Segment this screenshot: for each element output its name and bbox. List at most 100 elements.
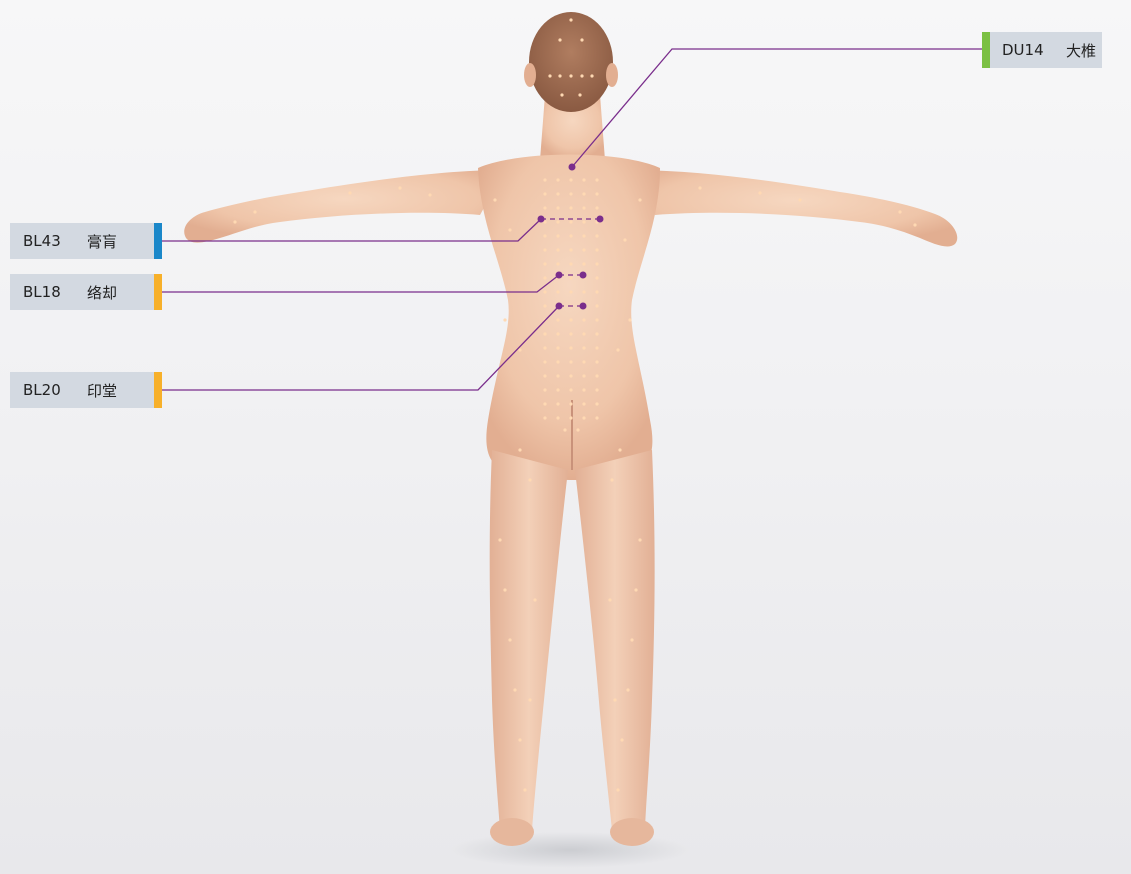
acupoint-dot — [582, 290, 585, 293]
acupoint-dot — [569, 178, 572, 181]
acupoint-dot — [528, 478, 531, 481]
acupoint-dot — [582, 192, 585, 195]
torso — [478, 155, 660, 481]
head-hair — [529, 12, 613, 112]
acupoint-dot — [556, 290, 559, 293]
acupoint-dot — [543, 206, 546, 209]
acupoint-dot — [595, 388, 598, 391]
acupoint-dot — [543, 402, 546, 405]
acupoint-dot — [556, 416, 559, 419]
acupoint-dot — [556, 248, 559, 251]
human-figure-back-view[interactable] — [184, 12, 957, 846]
acupoint-code: BL43 — [10, 232, 87, 250]
acupoint-dot — [569, 290, 572, 293]
acupoint-dot — [558, 74, 561, 77]
acupoint-dot — [610, 478, 613, 481]
acupoint-dot — [558, 38, 561, 41]
acupoint-dot — [634, 588, 637, 591]
acupoint-dot — [569, 74, 572, 77]
acupoint-marker-du14[interactable] — [569, 164, 576, 171]
acupoint-dot — [569, 360, 572, 363]
acupoint-dot — [613, 698, 616, 701]
acupoint-dot — [616, 348, 619, 351]
acupoint-dot — [582, 220, 585, 223]
acupoint-dot — [595, 360, 598, 363]
acupoint-dot — [569, 206, 572, 209]
acupoint-dot — [508, 638, 511, 641]
acupoint-marker-bl18[interactable] — [580, 272, 587, 279]
acupoint-dot — [595, 178, 598, 181]
acupoint-dot — [543, 290, 546, 293]
acupoint-dot — [543, 262, 546, 265]
acupoint-dot — [582, 360, 585, 363]
acupoint-dot — [638, 538, 641, 541]
acupoint-dot — [556, 332, 559, 335]
acupoint-dot — [595, 206, 598, 209]
acupoint-marker-bl43[interactable] — [538, 216, 545, 223]
acupoint-dot — [595, 374, 598, 377]
acupoint-dot — [523, 788, 526, 791]
acupoint-dot — [580, 38, 583, 41]
acupoint-marker-bl20[interactable] — [556, 303, 563, 310]
acupoint-marker-bl43[interactable] — [597, 216, 604, 223]
acupoint-dot — [428, 193, 431, 196]
acupoint-dot — [620, 738, 623, 741]
acupoint-dot — [595, 248, 598, 251]
acupoint-dot — [543, 276, 546, 279]
acupoint-dot — [569, 276, 572, 279]
acupoint-dot — [518, 448, 521, 451]
acupoint-dot — [533, 598, 536, 601]
acupoint-dot — [582, 332, 585, 335]
acupoint-name: 大椎 — [1066, 40, 1102, 61]
acupoint-dot — [569, 402, 572, 405]
acupoint-dot — [556, 374, 559, 377]
acupoint-dot — [543, 178, 546, 181]
acupoint-dot — [576, 428, 579, 431]
acupoint-dot — [638, 198, 641, 201]
acupoint-marker-bl20[interactable] — [580, 303, 587, 310]
acupoint-dot — [569, 262, 572, 265]
acupoint-dot — [595, 318, 598, 321]
acupoint-dot — [595, 262, 598, 265]
acupoint-dot — [582, 388, 585, 391]
category-color-bar — [982, 32, 990, 68]
acupoint-dot — [513, 688, 516, 691]
acupoint-dot — [503, 588, 506, 591]
acupoint-dot — [543, 192, 546, 195]
acupoint-dot — [569, 332, 572, 335]
acupoint-dot — [556, 360, 559, 363]
acupoint-dot — [582, 248, 585, 251]
acupoint-dot — [698, 186, 701, 189]
acupoint-dot — [543, 346, 546, 349]
acupoint-dot — [595, 304, 598, 307]
acupoint-marker-bl18[interactable] — [556, 272, 563, 279]
acupoint-dot — [582, 178, 585, 181]
acupoint-dot — [569, 346, 572, 349]
acupoint-dot — [628, 318, 631, 321]
left-leg — [490, 450, 568, 830]
acupoint-dot — [582, 206, 585, 209]
acupoint-dot — [608, 598, 611, 601]
acupoint-name: 印堂 — [87, 380, 154, 401]
acupoint-dot — [493, 198, 496, 201]
acupoint-dot — [595, 346, 598, 349]
acupoint-dot — [518, 738, 521, 741]
acupoint-dot — [556, 318, 559, 321]
acupoint-dot — [582, 416, 585, 419]
acupoint-name: 膏肓 — [87, 231, 154, 252]
category-color-bar — [154, 372, 162, 408]
acupoint-dot — [798, 198, 801, 201]
acupoint-code: DU14 — [990, 41, 1066, 59]
acupoint-dot — [569, 192, 572, 195]
acupoint-dot — [582, 262, 585, 265]
acupoint-dot — [556, 262, 559, 265]
acupoint-dot — [556, 206, 559, 209]
right-leg — [575, 450, 655, 830]
acupoint-code: BL18 — [10, 283, 87, 301]
acupoint-dot — [508, 228, 511, 231]
